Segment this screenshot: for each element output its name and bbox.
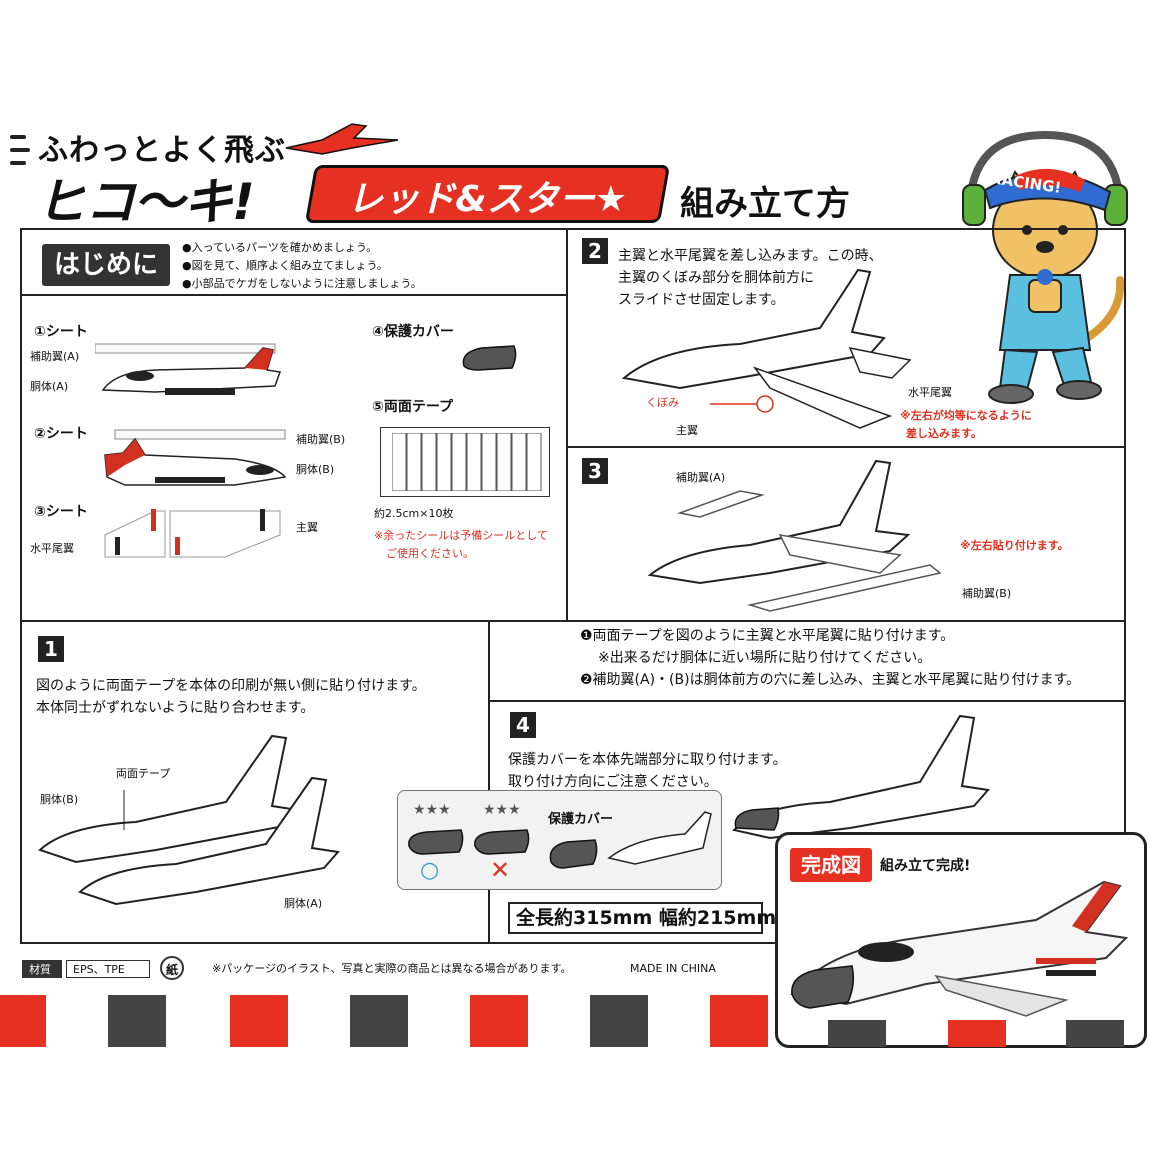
step2-wing-label: 主翼 <box>676 424 698 437</box>
cat-mascot-icon <box>962 130 1128 404</box>
step2-text: 主翼と水平尾翼を差し込みます。この時、 <box>618 248 883 264</box>
sheet3-label: 水平尾翼 <box>30 542 74 555</box>
color-band-square <box>1066 1020 1124 1047</box>
color-band-square <box>230 995 288 1047</box>
color-band-square <box>828 1020 886 1047</box>
color-band-square <box>0 995 46 1047</box>
step2-note: 差し込みます。 <box>906 427 982 440</box>
step2-note: ※左右が均等になるように <box>900 409 1032 422</box>
ng-mark: ✕ <box>490 856 511 884</box>
intro-note: ●図を見て、順序よく組み立てましょう。 <box>182 259 388 272</box>
step1-planes-icon <box>38 734 340 906</box>
step1-text: 本体同士がずれないように貼り合わせます。 <box>36 700 315 716</box>
tape-note: ご使用ください。 <box>386 547 474 560</box>
tape-count: 約2.5cm×10枚 <box>374 507 454 520</box>
step4-number: 4 <box>510 712 536 738</box>
speed-line <box>10 135 26 139</box>
step4-text: 取り付け方向にご注意ください。 <box>508 774 718 790</box>
step3-label-b: 補助翼(B) <box>962 587 1012 600</box>
step1-body-a-label: 胴体(A) <box>284 897 323 910</box>
complete-tag: 完成図 <box>790 848 872 882</box>
sheet2-plane-icon <box>104 429 287 486</box>
size-text: 全長約315mm 幅約215mm <box>508 902 776 934</box>
sheet3-title: ③シート <box>34 504 88 520</box>
color-band-square <box>350 995 408 1047</box>
title-banner: レッド&スター★ <box>304 165 671 223</box>
product-name: ヒコ〜キ! <box>36 173 255 231</box>
step3-instruction: ❷補助翼(A)・(B)は胴体前方の穴に差し込み、主翼と水平尾翼に貼り付けます。 <box>580 672 1081 688</box>
intro-note: ●小部品でケガをしないように注意しましょう。 <box>182 277 422 290</box>
cover-orientation-icon: ★★★ ★★★ <box>408 802 712 869</box>
step1-number: 1 <box>38 636 64 662</box>
color-band-square <box>590 995 648 1047</box>
step3-plane-icon <box>647 459 942 612</box>
step3-instruction: ❶両面テープを図のように主翼と水平尾翼に貼り付けます。 <box>580 628 955 644</box>
color-band-square <box>948 1020 1006 1047</box>
tagline: ふわっとよく飛ぶ <box>38 133 286 168</box>
page-subtitle: 組み立て方 <box>680 184 850 224</box>
step2-number: 2 <box>582 238 608 264</box>
divider <box>20 294 568 296</box>
step4-plane-icon <box>731 714 990 840</box>
intro-note: ●入っているパーツを確かめましょう。 <box>182 241 378 254</box>
tape-title: ⑤両面テープ <box>372 399 454 415</box>
step3-number: 3 <box>582 458 608 484</box>
step3-instruction: ※出来るだけ胴体に近い場所に貼り付けてください。 <box>598 650 932 666</box>
step2-text: 主翼のくぼみ部分を胴体前方に <box>618 270 814 286</box>
finished-plane-icon <box>790 880 1129 1017</box>
sheet1-label: 補助翼(A) <box>30 350 80 363</box>
divider <box>566 446 1126 448</box>
red-jet-icon <box>285 123 399 155</box>
speed-line <box>10 148 30 152</box>
tape-strips-icon <box>392 433 542 491</box>
color-band-square <box>470 995 528 1047</box>
step3-label-a: 補助翼(A) <box>676 471 726 484</box>
divider <box>488 620 490 944</box>
sheet3-label: 主翼 <box>296 521 318 534</box>
svg-text:★★★: ★★★ <box>483 802 521 818</box>
step2-tail-label: 水平尾翼 <box>908 386 952 399</box>
complete-text: 組み立て完成! <box>880 858 971 874</box>
tape-sheet <box>380 427 550 497</box>
cover-label: 保護カバー <box>548 812 614 827</box>
material-value: EPS、TPE <box>66 960 150 978</box>
step2-plane-icon <box>621 268 912 429</box>
ok-mark: ○ <box>420 858 440 883</box>
divider <box>488 700 1126 702</box>
svg-text:★★★: ★★★ <box>413 802 451 818</box>
cover-icon <box>462 345 517 371</box>
step1-tape-label: 両面テープ <box>116 767 171 780</box>
step1-body-b-label: 胴体(B) <box>40 793 79 806</box>
step1-4-panel <box>20 620 1126 944</box>
sheet1-title: ①シート <box>34 324 88 340</box>
speed-line <box>10 161 26 165</box>
step2-text: スライドさせ固定します。 <box>618 292 785 308</box>
step1-text: 図のように両面テープを本体の印刷が無い側に貼り付けます。 <box>36 678 426 694</box>
sheet2-label: 補助翼(B) <box>296 433 346 446</box>
material-label: 材質 <box>22 960 62 978</box>
step3-red-note: ※左右貼り付けます。 <box>960 539 1069 552</box>
made-in: MADE IN CHINA <box>630 962 716 975</box>
disclaimer: ※パッケージのイラスト、写真と実際の商品とは異なる場合があります。 <box>212 962 572 975</box>
color-band-square <box>710 995 768 1047</box>
sheet2-label: 胴体(B) <box>296 463 335 476</box>
sheet1-plane-icon <box>95 343 282 395</box>
sheet1-label: 胴体(A) <box>30 380 69 393</box>
paper-recycle-icon: 紙 <box>160 956 184 980</box>
step2-dent-label: くぼみ <box>646 396 679 409</box>
cover-title: ④保護カバー <box>372 324 454 340</box>
step4-text: 保護カバーを本体先端部分に取り付けます。 <box>508 752 787 768</box>
color-band-square <box>108 995 166 1047</box>
intro-title: はじめに <box>42 244 170 286</box>
tape-note: ※余ったシールは予備シールとして <box>374 529 548 542</box>
sheet3-wings-icon <box>104 509 281 558</box>
sheet2-title: ②シート <box>34 426 88 442</box>
